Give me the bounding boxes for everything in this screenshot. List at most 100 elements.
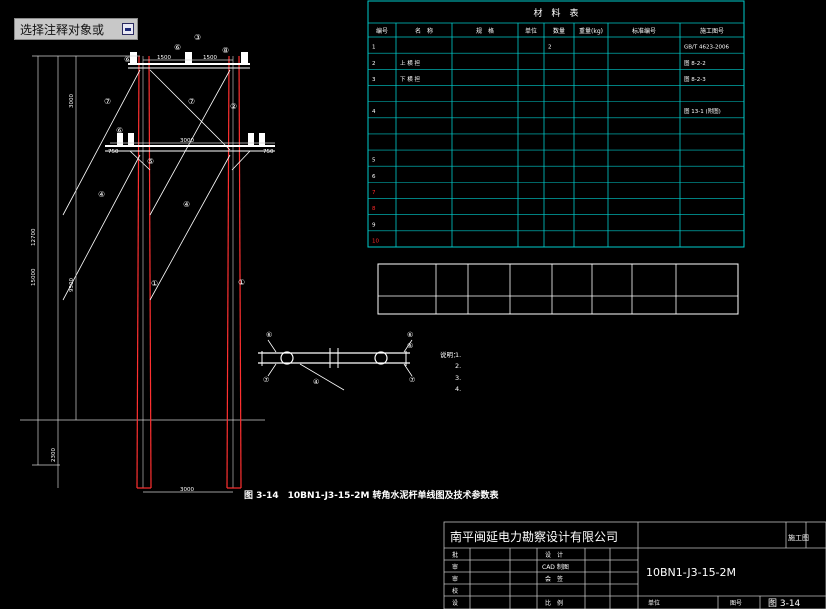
material-header-cell: 编号: [376, 27, 388, 35]
material-table-title: 材 料 表: [533, 7, 578, 19]
notes-line-1: 1.: [455, 351, 461, 359]
dim-mid-center: 3000: [180, 138, 194, 144]
dim-vertical-2300: 2300: [51, 448, 57, 462]
callout-5: ⑤: [147, 157, 154, 166]
dimension-texts: 1500 1500 750 3000 750 3000 3000 12700 1…: [31, 55, 274, 493]
material-cell: 3: [372, 77, 376, 83]
insulator-icon: [241, 52, 248, 64]
insulator-icon: [128, 133, 134, 146]
figno: 图 3-14: [768, 598, 801, 609]
material-cell: 2: [372, 61, 376, 67]
dimension-lines: [32, 55, 275, 493]
annotation-select-prompt[interactable]: 选择注释对象或: [14, 18, 138, 40]
role-right-3: 会 签: [545, 575, 563, 583]
material-cell: 9: [372, 222, 376, 228]
plan-callout-5: ⑤: [407, 342, 413, 350]
plan-callout-7: ⑦: [263, 376, 269, 384]
notes-label: 说明：: [440, 350, 460, 359]
right-pole: [226, 55, 242, 489]
role-right-4: 比 例: [545, 599, 563, 607]
callout-4-right: ④: [183, 200, 190, 209]
dim-vertical-9500: 9500: [69, 278, 75, 292]
insulator-icon: [117, 133, 123, 146]
notes-line-4: 4.: [455, 385, 461, 393]
material-header-cell: 规 格: [476, 27, 494, 35]
callout-2: ②: [230, 102, 237, 111]
dim-vertical-12700: 12700: [31, 228, 37, 246]
role-2: 审: [452, 563, 458, 571]
insulator-icon: [185, 52, 192, 64]
material-cell: 图 8-2-3: [684, 75, 706, 83]
callout-6-top-right: ⑥: [174, 43, 181, 52]
unit-label: 单位: [648, 599, 660, 607]
callout-7-right: ⑦: [188, 97, 195, 106]
title-block-texts: 南平闽延电力勘察设计有限公司 施工图 批 审 审 校 设 设 计 CAD 制图 …: [450, 529, 809, 609]
pole-plan-view: ⑥ ⑦ ④ ⑥ ⑤ ⑦: [258, 331, 415, 391]
material-header-cell: 重量(kg): [579, 27, 603, 35]
callout-1-left: ①: [151, 279, 158, 288]
notes: 说明： 1. 2. 3. 4.: [440, 350, 461, 393]
dim-vertical-3000: 3000: [69, 94, 75, 108]
dim-mid-left: 750: [108, 149, 119, 155]
upper-crossarm: [128, 52, 250, 69]
role-right-2: CAD 制图: [542, 563, 569, 571]
notes-line-2: 2.: [455, 362, 461, 370]
material-header-cell: 施工图号: [700, 27, 724, 35]
insulator-icon: [130, 52, 137, 64]
material-cell: 7: [372, 190, 376, 196]
insulator-icon: [259, 133, 265, 146]
material-cell: 6: [372, 174, 376, 180]
stage-label: 施工图: [788, 533, 809, 542]
role-right-1: 设 计: [545, 551, 563, 559]
stay-wires: [62, 69, 231, 301]
material-header-cell: 标准编号: [632, 27, 656, 35]
callout-7-left: ⑦: [104, 97, 111, 106]
dim-bottom: 3000: [180, 487, 194, 493]
plan-callout-7b: ⑦: [409, 376, 415, 384]
pole-elevation: 1500 1500 750 3000 750 3000 3000 12700 1…: [20, 33, 275, 493]
callouts: ① ① ② ③ ④ ④ ⑤ ⑥ ⑥ ⑥ ⑦ ⑦ ⑧: [98, 33, 245, 288]
dim-vertical-15000: 15000: [31, 268, 37, 286]
insulator-icon: [248, 133, 254, 146]
plan-callout-6b: ⑥: [407, 331, 413, 339]
title-block: [443, 521, 826, 609]
prompt-dropdown-button[interactable]: [122, 23, 134, 35]
plan-callout-6: ⑥: [266, 331, 272, 339]
pole-section-icon: [280, 351, 294, 365]
material-cell: 图 8-2-2: [684, 59, 706, 67]
material-cell: 1: [372, 45, 376, 51]
material-cell: 图 13-1 (附图): [684, 107, 721, 115]
material-header-cell: 单位: [525, 27, 537, 35]
dim-top-left: 1500: [157, 55, 171, 61]
lower-crossarm: [105, 133, 275, 171]
parameter-table: [377, 263, 739, 315]
material-table: 材 料 表编号 名 称 规 格 单位 数量 重量(kg) 标准编号 施工图号 1 2 GB/T 46…: [367, 0, 745, 248]
material-cell: GB/T 4623-2006: [684, 45, 729, 51]
role-5: 设: [452, 599, 458, 607]
dim-mid-right: 750: [263, 149, 274, 155]
plan-callout-4: ④: [313, 378, 319, 386]
material-cell: 下 横 担: [400, 75, 420, 83]
material-header-cell: 数量: [553, 27, 565, 35]
figno-label: 图号: [730, 600, 742, 607]
notes-line-3: 3.: [455, 374, 461, 382]
drawing-code: 10BN1-J3-15-2M: [646, 566, 736, 579]
dim-top-right: 1500: [203, 55, 217, 61]
role-4: 校: [452, 587, 458, 595]
material-cell: 5: [372, 158, 376, 164]
material-cell: 上 横 担: [400, 59, 420, 67]
material-cell: 2: [548, 45, 552, 51]
material-header-cell: 名 称: [415, 27, 433, 35]
callout-6-side: ⑥: [116, 126, 123, 135]
material-cell: 10: [372, 238, 379, 244]
role-3: 审: [452, 575, 458, 583]
callout-8: ⑧: [222, 46, 229, 55]
material-cell: 8: [372, 206, 376, 212]
pole-section-icon: [374, 351, 388, 365]
company-name: 南平闽延电力勘察设计有限公司: [450, 529, 618, 544]
callout-6-top-left: ⑥: [124, 55, 131, 64]
callout-3: ③: [194, 33, 201, 42]
figure-caption: 图 3-14 10BN1-J3-15-2M 转角水泥杆单线图及技术参数表: [244, 489, 500, 501]
callout-4-left: ④: [98, 190, 105, 199]
